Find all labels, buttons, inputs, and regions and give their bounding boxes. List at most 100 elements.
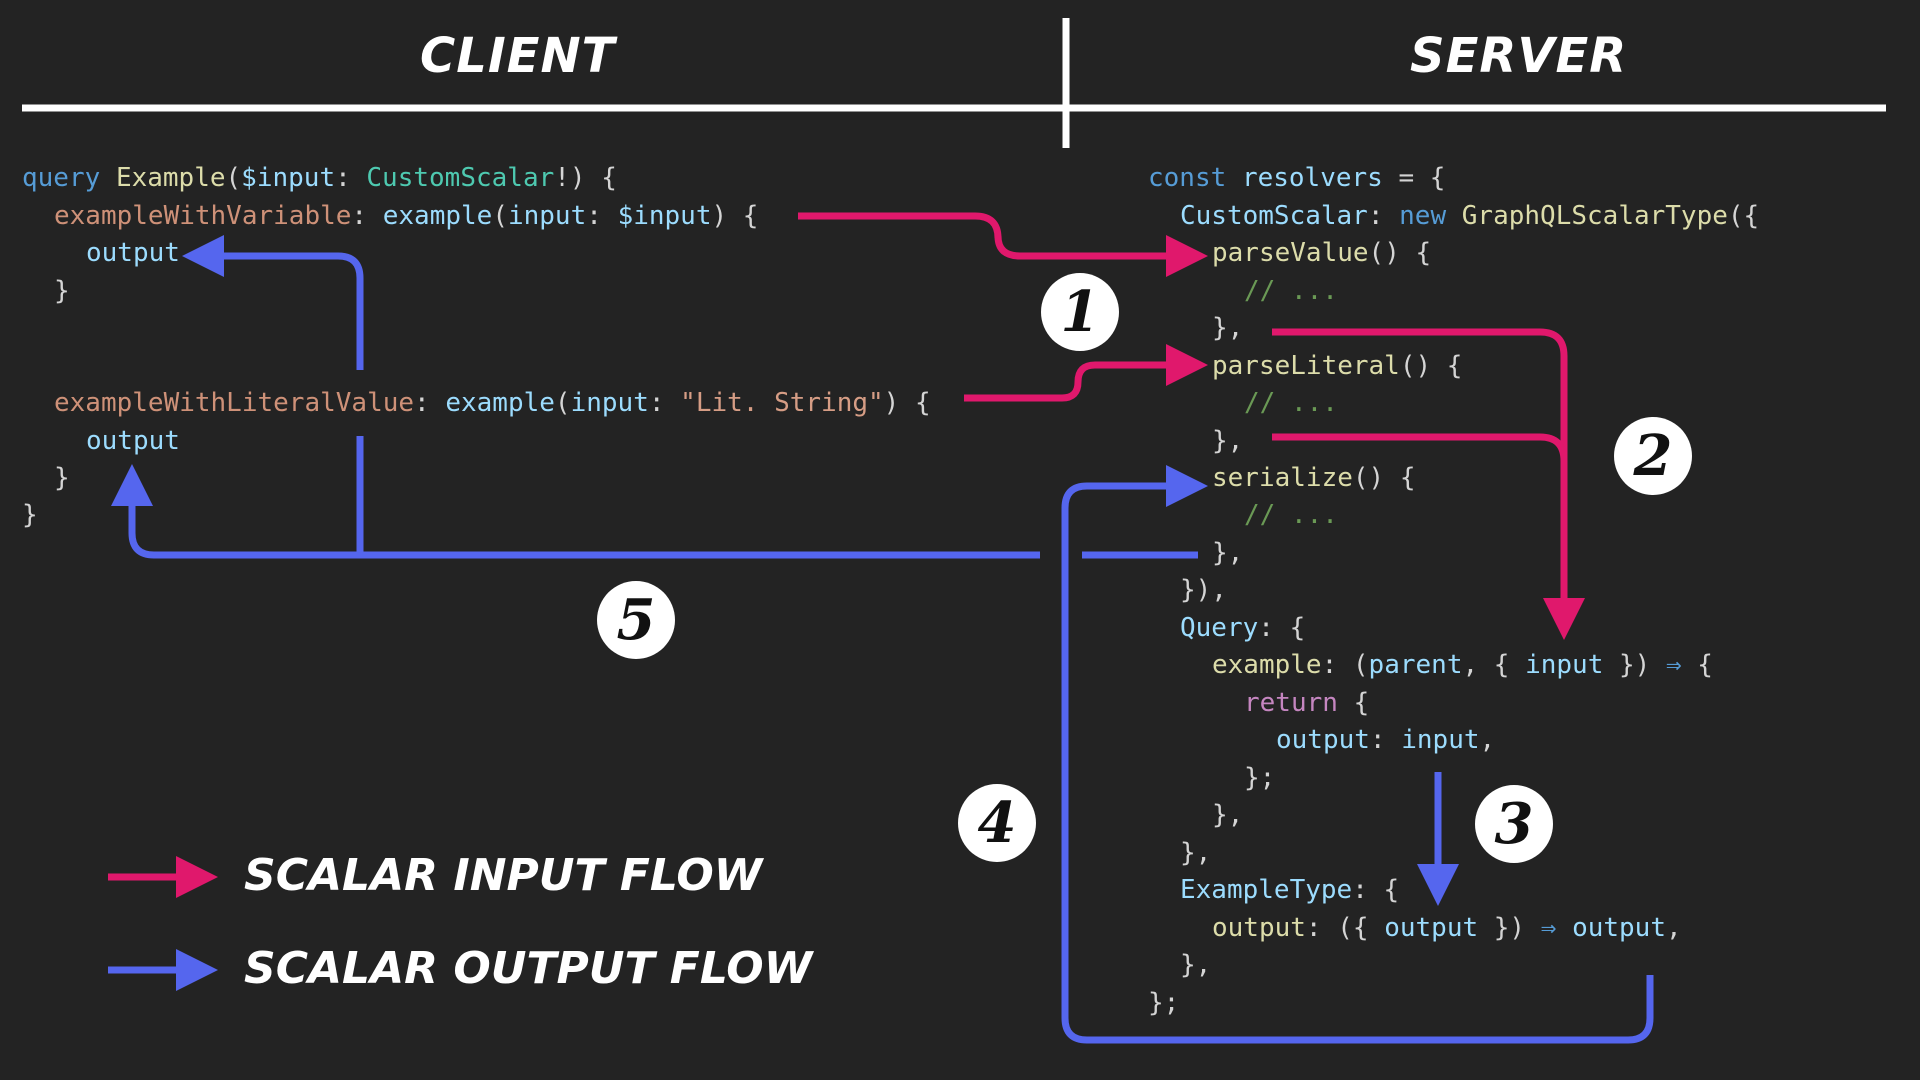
code-type: Query: [1180, 613, 1259, 643]
server-line-17: };: [1244, 761, 1275, 795]
arrow-input-variable: [798, 212, 1208, 277]
code-punct: :: [1369, 725, 1402, 755]
code-punct: }: [54, 276, 70, 306]
code-type: ExampleType: [1180, 875, 1353, 905]
client-line-close-1: }: [54, 274, 70, 308]
code-comment: // ...: [1244, 276, 1338, 306]
code-punct: = {: [1382, 163, 1446, 193]
code-field: output: [86, 426, 180, 456]
server-line-parse-value: parseValue() {: [1212, 236, 1431, 270]
server-line-output-resolver: output: ({ output }) ⇒ output,: [1212, 911, 1682, 945]
code-punct: :: [648, 388, 681, 418]
code-punct: : {: [1352, 875, 1400, 905]
code-field: output: [86, 238, 180, 268]
client-line-literal-field: exampleWithLiteralValue: example(input: …: [54, 386, 931, 420]
server-header: SERVER: [1410, 28, 1628, 84]
code-argument: input: [570, 388, 649, 418]
server-line-comment-2: // ...: [1244, 386, 1338, 420]
code-punct: () {: [1352, 463, 1416, 493]
code-punct: ,: [1479, 725, 1496, 755]
code-punct: (: [225, 163, 242, 193]
code-punct: :: [586, 201, 618, 231]
client-line-output-1: output: [86, 236, 180, 270]
code-punct: {: [1337, 688, 1370, 718]
code-punct: },: [1212, 538, 1244, 568]
code-punct: },: [1212, 313, 1244, 343]
code-punct: ({: [1727, 201, 1760, 231]
client-line-query: query Example($input: CustomScalar!) {: [22, 161, 617, 195]
code-param: input: [1525, 650, 1604, 680]
code-punct: }): [1603, 650, 1666, 680]
code-function: parseLiteral: [1212, 351, 1400, 381]
code-identifier: resolvers: [1241, 163, 1383, 193]
code-argument: input: [507, 201, 587, 231]
server-line-12: }),: [1180, 573, 1227, 607]
code-value: input: [1401, 725, 1480, 755]
server-line-8: },: [1212, 424, 1243, 458]
server-line-comment-3: // ...: [1244, 498, 1338, 532]
code-class: GraphQLScalarType: [1461, 201, 1728, 231]
code-punct: () {: [1399, 351, 1463, 381]
code-keyword: query: [22, 163, 101, 193]
code-value: output: [1572, 913, 1666, 943]
code-property: exampleWithLiteralValue: [54, 388, 415, 418]
code-punct: {: [1681, 650, 1713, 680]
code-keyword: const: [1148, 163, 1227, 193]
code-punct: : (: [1321, 650, 1369, 680]
code-punct: }: [54, 463, 70, 493]
client-line-variable-field: exampleWithVariable: example(input: $inp…: [54, 199, 758, 233]
code-comment: // ...: [1244, 388, 1338, 418]
step-3-badge: 3: [1475, 785, 1553, 863]
arrow-to-client-output: [182, 235, 364, 370]
step-2-badge: 2: [1614, 417, 1692, 495]
server-line-return: return {: [1244, 686, 1369, 720]
code-function: example: [382, 201, 493, 231]
code-punct: :: [1367, 201, 1400, 231]
arrow-type-to-serialize: [1061, 465, 1654, 1044]
code-arrow: ⇒: [1540, 913, 1557, 943]
client-line-close-2: }: [54, 461, 70, 495]
code-param: output: [1384, 913, 1479, 943]
code-field: output: [1276, 725, 1370, 755]
code-type: CustomScalar: [1180, 201, 1368, 231]
code-punct: ) {: [883, 388, 931, 418]
code-punct: }: [22, 500, 38, 530]
code-punct: , {: [1462, 650, 1526, 680]
server-line-example: example: (parent, { input }) ⇒ {: [1212, 648, 1713, 682]
code-punct: :: [351, 201, 383, 231]
code-punct: }): [1478, 913, 1541, 943]
server-line-comment-1: // ...: [1244, 274, 1338, 308]
server-line-parse-literal: parseLiteral() {: [1212, 349, 1462, 383]
server-line-query: Query: {: [1180, 611, 1305, 645]
legend-input-label: SCALAR INPUT FLOW: [244, 850, 763, 901]
server-line-example-type: ExampleType: {: [1180, 873, 1399, 907]
server-line-1: const resolvers = {: [1148, 161, 1445, 195]
server-line-serialize: serialize() {: [1212, 461, 1416, 495]
code-keyword: new: [1399, 201, 1447, 231]
server-line-18: },: [1212, 798, 1243, 832]
client-line-close-3: }: [22, 498, 38, 532]
code-function: output: [1212, 913, 1306, 943]
code-punct: :: [335, 163, 367, 193]
code-punct: },: [1180, 838, 1212, 868]
code-arrow: ⇒: [1666, 650, 1682, 680]
code-property: exampleWithVariable: [54, 201, 352, 231]
code-string: "Lit. String": [680, 388, 884, 418]
legend-output-label: SCALAR OUTPUT FLOW: [244, 943, 813, 994]
code-punct: : ({: [1305, 913, 1385, 943]
code-variable: $input: [241, 163, 336, 193]
code-punct: };: [1148, 988, 1180, 1018]
code-punct: ,: [1665, 913, 1682, 943]
step-1-badge: 1: [1041, 273, 1119, 351]
code-punct: };: [1244, 763, 1276, 793]
code-param: parent: [1368, 650, 1463, 680]
code-punct: : {: [1258, 613, 1306, 643]
server-line-2: CustomScalar: new GraphQLScalarType({: [1180, 199, 1759, 233]
server-line-11: },: [1212, 536, 1243, 570]
step-4-badge: 4: [958, 784, 1036, 862]
code-identifier: Example: [115, 163, 226, 193]
code-punct: },: [1212, 800, 1244, 830]
